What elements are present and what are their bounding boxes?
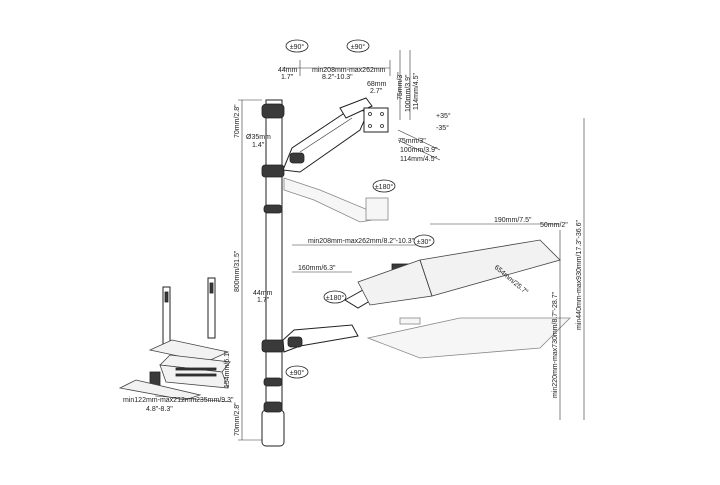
label-kb-offset-mm: 44mm [253, 290, 273, 297]
label-kb-rot: ±30° [417, 238, 432, 246]
labels: ±90° ±90° 44mm 1.7" min208mm-max262mm 8.… [123, 43, 583, 436]
label-vesa-h1: 75mm/3" [397, 72, 404, 100]
mouse-pad-extension [419, 239, 561, 297]
label-base-clamp: 70mm/2.8" [234, 402, 241, 436]
label-kb-width: 190mm/7.5" [494, 217, 532, 224]
keyboard-tray-assembly [282, 239, 571, 359]
label-swivel-monitor: ±180° [375, 183, 394, 191]
label-total-height: min440mm-max930mm/17.3"-36.6" [576, 219, 583, 330]
cpu-holder [118, 277, 231, 401]
label-rot-right-top: ±90° [351, 43, 366, 51]
pole-top-cap [261, 103, 285, 119]
label-kb-height-range: min220mm-max730mm/8.7"-28.7" [552, 291, 559, 398]
label-vesa-w1: 75mm/3" [398, 138, 426, 145]
label-vesa-h3: 114mm/4.5" [413, 73, 420, 110]
label-cpu-depth-mm: min122mm-max212mm [123, 397, 197, 404]
monitor-arm [282, 97, 389, 223]
label-cpu-depth-in: 4.8"-8.3" [146, 406, 173, 413]
label-vesa-w3: 114mm/4.5" [400, 156, 437, 163]
label-rot-left-top: ±90° [290, 43, 305, 51]
label-pole-height: 800mm/31.5" [234, 250, 241, 292]
label-pole-dia-mm: Ø35mm [246, 134, 271, 141]
label-kb-lower-swivel: ±90° [290, 369, 305, 377]
label-kb-mouse: 50mm/2" [540, 222, 568, 229]
label-kb-offset-in: 1.7" [257, 297, 270, 304]
label-arm-offset-mm: 44mm [278, 67, 298, 74]
label-vesa-h2: 100mm/3.9" [405, 74, 412, 112]
vesa-plate [363, 107, 389, 133]
label-arm-reach-in: 8.2"-10.3" [322, 74, 353, 81]
pole-base-clamp [261, 409, 285, 447]
label-cpu-width: 235mm/9.3" [196, 397, 234, 404]
dimension-lines [154, 50, 585, 441]
label-vesa-w2: 100mm/3.9" [400, 147, 438, 154]
label-arm-reach-mm: min208mm-max262mm [312, 67, 386, 74]
label-cpu-height: 154mm/6.1" [224, 350, 231, 388]
label-kb-arm-len: 160mm/6.3" [298, 265, 336, 272]
rotation-indicators [285, 39, 435, 379]
label-tilt-up: +35° [436, 112, 451, 120]
label-arm-offset-in: 1.7" [281, 74, 294, 81]
label-kb-swivel: ±180° [326, 294, 345, 302]
label-tilt-down: -35° [436, 124, 449, 132]
pole-assembly [261, 99, 285, 447]
label-vesa-offset-mm: 68mm [367, 81, 387, 88]
label-vesa-offset-in: 2.7" [370, 88, 383, 95]
label-pole-cap: 70mm/2.8" [234, 104, 241, 138]
label-pole-dia-in: 1.4" [252, 142, 265, 149]
label-kb-reach: min208mm-max262mm/8.2"-10.3" [308, 238, 415, 245]
